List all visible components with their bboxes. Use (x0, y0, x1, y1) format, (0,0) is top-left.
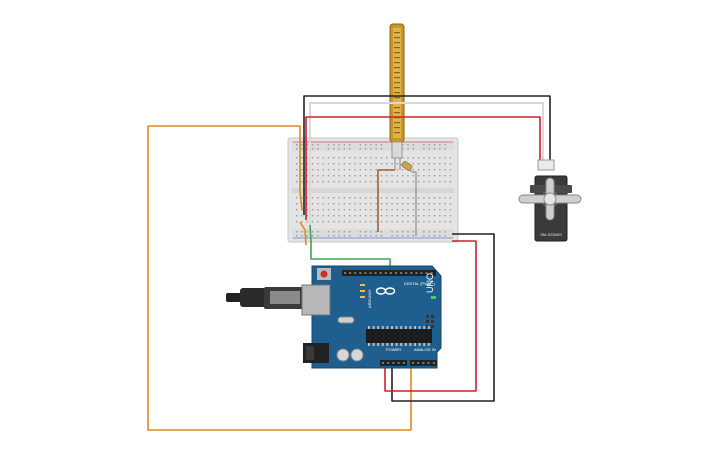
arduino-logo (375, 287, 396, 295)
digital-pin-header (344, 272, 433, 274)
wire-brown-flex (377, 169, 395, 232)
bottom-pin-header (382, 362, 435, 364)
wire-black-servo (303, 95, 551, 215)
breadboard (287, 137, 459, 243)
wire-red-servo (305, 116, 541, 220)
microcontroller-pins (368, 326, 430, 346)
wire-black-gnd (391, 233, 495, 402)
power-label: POWER (386, 347, 401, 352)
flex-sensor-pattern (394, 32, 400, 134)
wire-red-5v (384, 240, 477, 392)
breadboard-holes (296, 144, 452, 237)
wires (147, 95, 551, 431)
wire-orange-signal (147, 125, 412, 431)
analog-label: ANALOG IN (414, 347, 436, 352)
icsp-header (426, 315, 434, 328)
resistor (399, 161, 413, 173)
wire-gray-flex (412, 171, 417, 236)
flex-sensor (389, 23, 405, 170)
model-label: UNO (425, 273, 435, 293)
servo-horn (518, 177, 582, 221)
wire-orange-flex (299, 221, 307, 246)
wire-green (309, 224, 391, 268)
digital-label: DIGITAL (PWM~) (404, 281, 436, 286)
servo-model-label: SM-S2309S (540, 232, 562, 237)
arduino-uno-board: DIGITAL (PWM~) UNO ARDUINO POWER ANALOG … (226, 265, 442, 369)
wire-white (309, 102, 544, 225)
servo-motor: SM-S2309S (518, 159, 582, 242)
usb-cable (226, 287, 308, 309)
brand-label: ARDUINO (367, 290, 372, 308)
